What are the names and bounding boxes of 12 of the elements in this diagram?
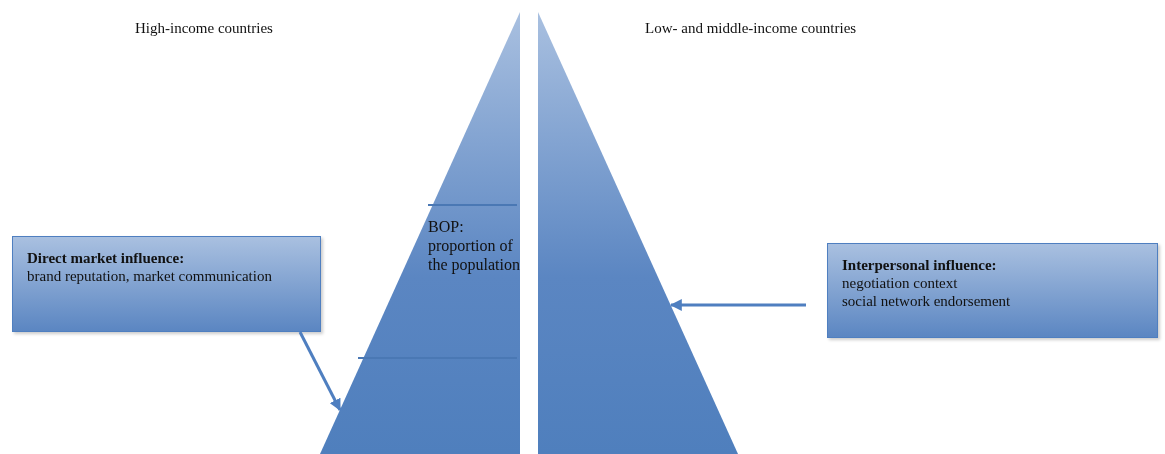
text-box (12, 236, 321, 332)
column-heading: High-income countries (135, 20, 273, 37)
text-box (827, 243, 1158, 338)
arrow (669, 299, 806, 311)
box-text: brand reputation, market communication (27, 267, 273, 285)
band-label: BOP: proportion of the population (428, 217, 520, 274)
arrow (298, 331, 342, 412)
box-text: social network endorsement (842, 292, 1012, 310)
box-text: negotiation context (842, 274, 959, 292)
box-heading: Interpersonal influence: (842, 256, 998, 274)
box-heading: Direct market influence: (27, 249, 186, 267)
column-heading: Low- and middle-income countries (645, 20, 857, 37)
